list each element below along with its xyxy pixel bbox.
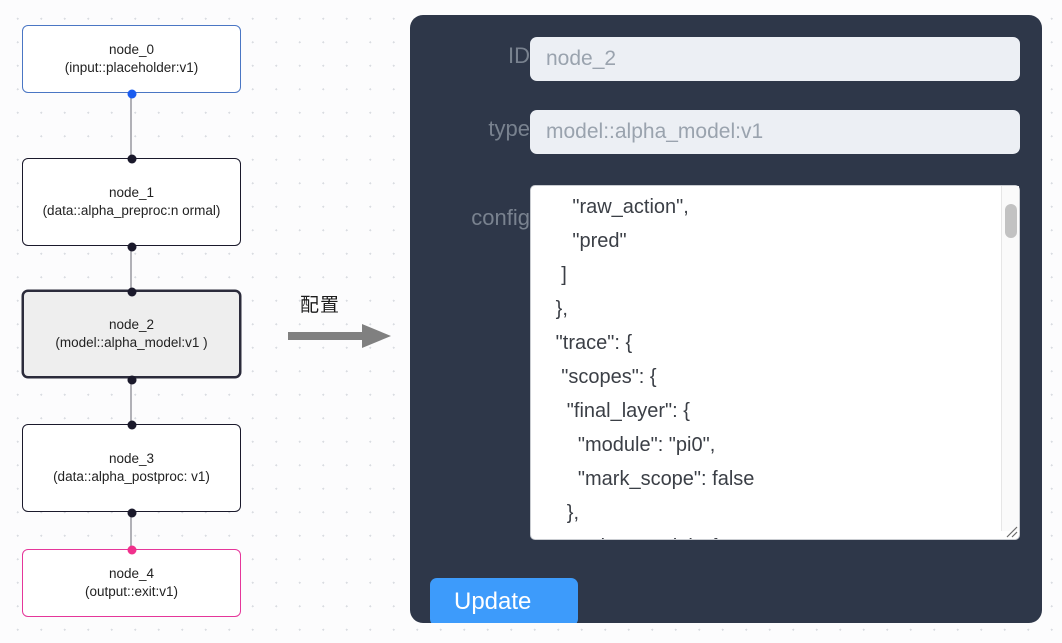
node-subtitle: (model::alpha_model:v1 ) [55, 335, 208, 350]
field-row-id: ID [420, 37, 1020, 81]
field-row-type: type [420, 110, 1020, 154]
node-handle-source-node_0[interactable] [127, 89, 136, 99]
graph-node-node_0[interactable]: node_0 (input::placeholder:v1) [22, 25, 241, 99]
node-subtitle: (input::placeholder:v1) [64, 60, 199, 75]
config-textarea-wrapper: "raw_action", "pred" ] }, "trace": { "sc… [530, 185, 1020, 540]
type-input[interactable] [530, 110, 1020, 154]
node-title: node_3 [108, 451, 155, 467]
label-config: config [471, 205, 530, 230]
node-title: node_0 [108, 42, 155, 58]
edge-node3-node4 [130, 511, 132, 549]
resize-grip-icon[interactable] [1003, 523, 1018, 538]
edge-node0-node1 [130, 92, 132, 158]
node-label-node_4: node_4 (output::exit:v1) [31, 565, 232, 601]
node-title: node_4 [108, 566, 155, 582]
node-subtitle: (data::alpha_postproc: v1) [53, 469, 210, 484]
node-label-node_1: node_1 (data::alpha_preproc:n ormal) [31, 184, 232, 220]
graph-node-node_2[interactable]: node_2 (model::alpha_model:v1 ) [22, 287, 241, 385]
label-type: type [488, 116, 530, 141]
node-handle-source-node_3[interactable] [127, 508, 136, 518]
node-graph: node_0 (input::placeholder:v1) node_1 (d… [0, 0, 400, 643]
node-handle-target-node_2[interactable] [127, 287, 136, 297]
config-textarea[interactable]: "raw_action", "pred" ] }, "trace": { "sc… [530, 185, 1020, 540]
update-button[interactable]: Update [430, 578, 578, 623]
node-handle-target-node_3[interactable] [127, 420, 136, 430]
node-label-node_3: node_3 (data::alpha_postproc: v1) [31, 450, 232, 486]
node-handle-target-node_1[interactable] [127, 154, 136, 164]
field-row-config: config "raw_action", "pred" ] }, "trace"… [420, 185, 1020, 540]
node-subtitle: (data::alpha_preproc:n ormal) [42, 203, 221, 218]
right-arrow-icon [288, 324, 391, 348]
graph-node-node_4[interactable]: node_4 (output::exit:v1) [22, 545, 241, 617]
graph-node-node_3[interactable]: node_3 (data::alpha_postproc: v1) [22, 420, 241, 518]
config-scrollbar[interactable] [1001, 186, 1019, 531]
node-handle-source-node_1[interactable] [127, 242, 136, 252]
node-config-panel: ID type config "raw_action", "pred" ] },… [410, 15, 1042, 623]
node-label-node_0: node_0 (input::placeholder:v1) [31, 41, 232, 77]
annotation-label: 配置 [300, 295, 341, 316]
config-scrollbar-thumb[interactable] [1005, 204, 1017, 238]
id-input[interactable] [530, 37, 1020, 81]
node-label-node_2: node_2 (model::alpha_model:v1 ) [32, 316, 231, 352]
label-id: ID [508, 43, 530, 68]
node-title: node_2 [108, 317, 155, 333]
edge-node2-node3 [130, 378, 132, 444]
annotation-configure: 配置 [288, 296, 398, 358]
node-handle-target-node_4[interactable] [127, 545, 136, 555]
edge-node1-node2 [130, 245, 132, 312]
node-subtitle: (output::exit:v1) [84, 584, 179, 599]
node-handle-source-node_2[interactable] [127, 375, 136, 385]
graph-node-node_1[interactable]: node_1 (data::alpha_preproc:n ormal) [22, 154, 241, 252]
node-title: node_1 [108, 185, 155, 201]
